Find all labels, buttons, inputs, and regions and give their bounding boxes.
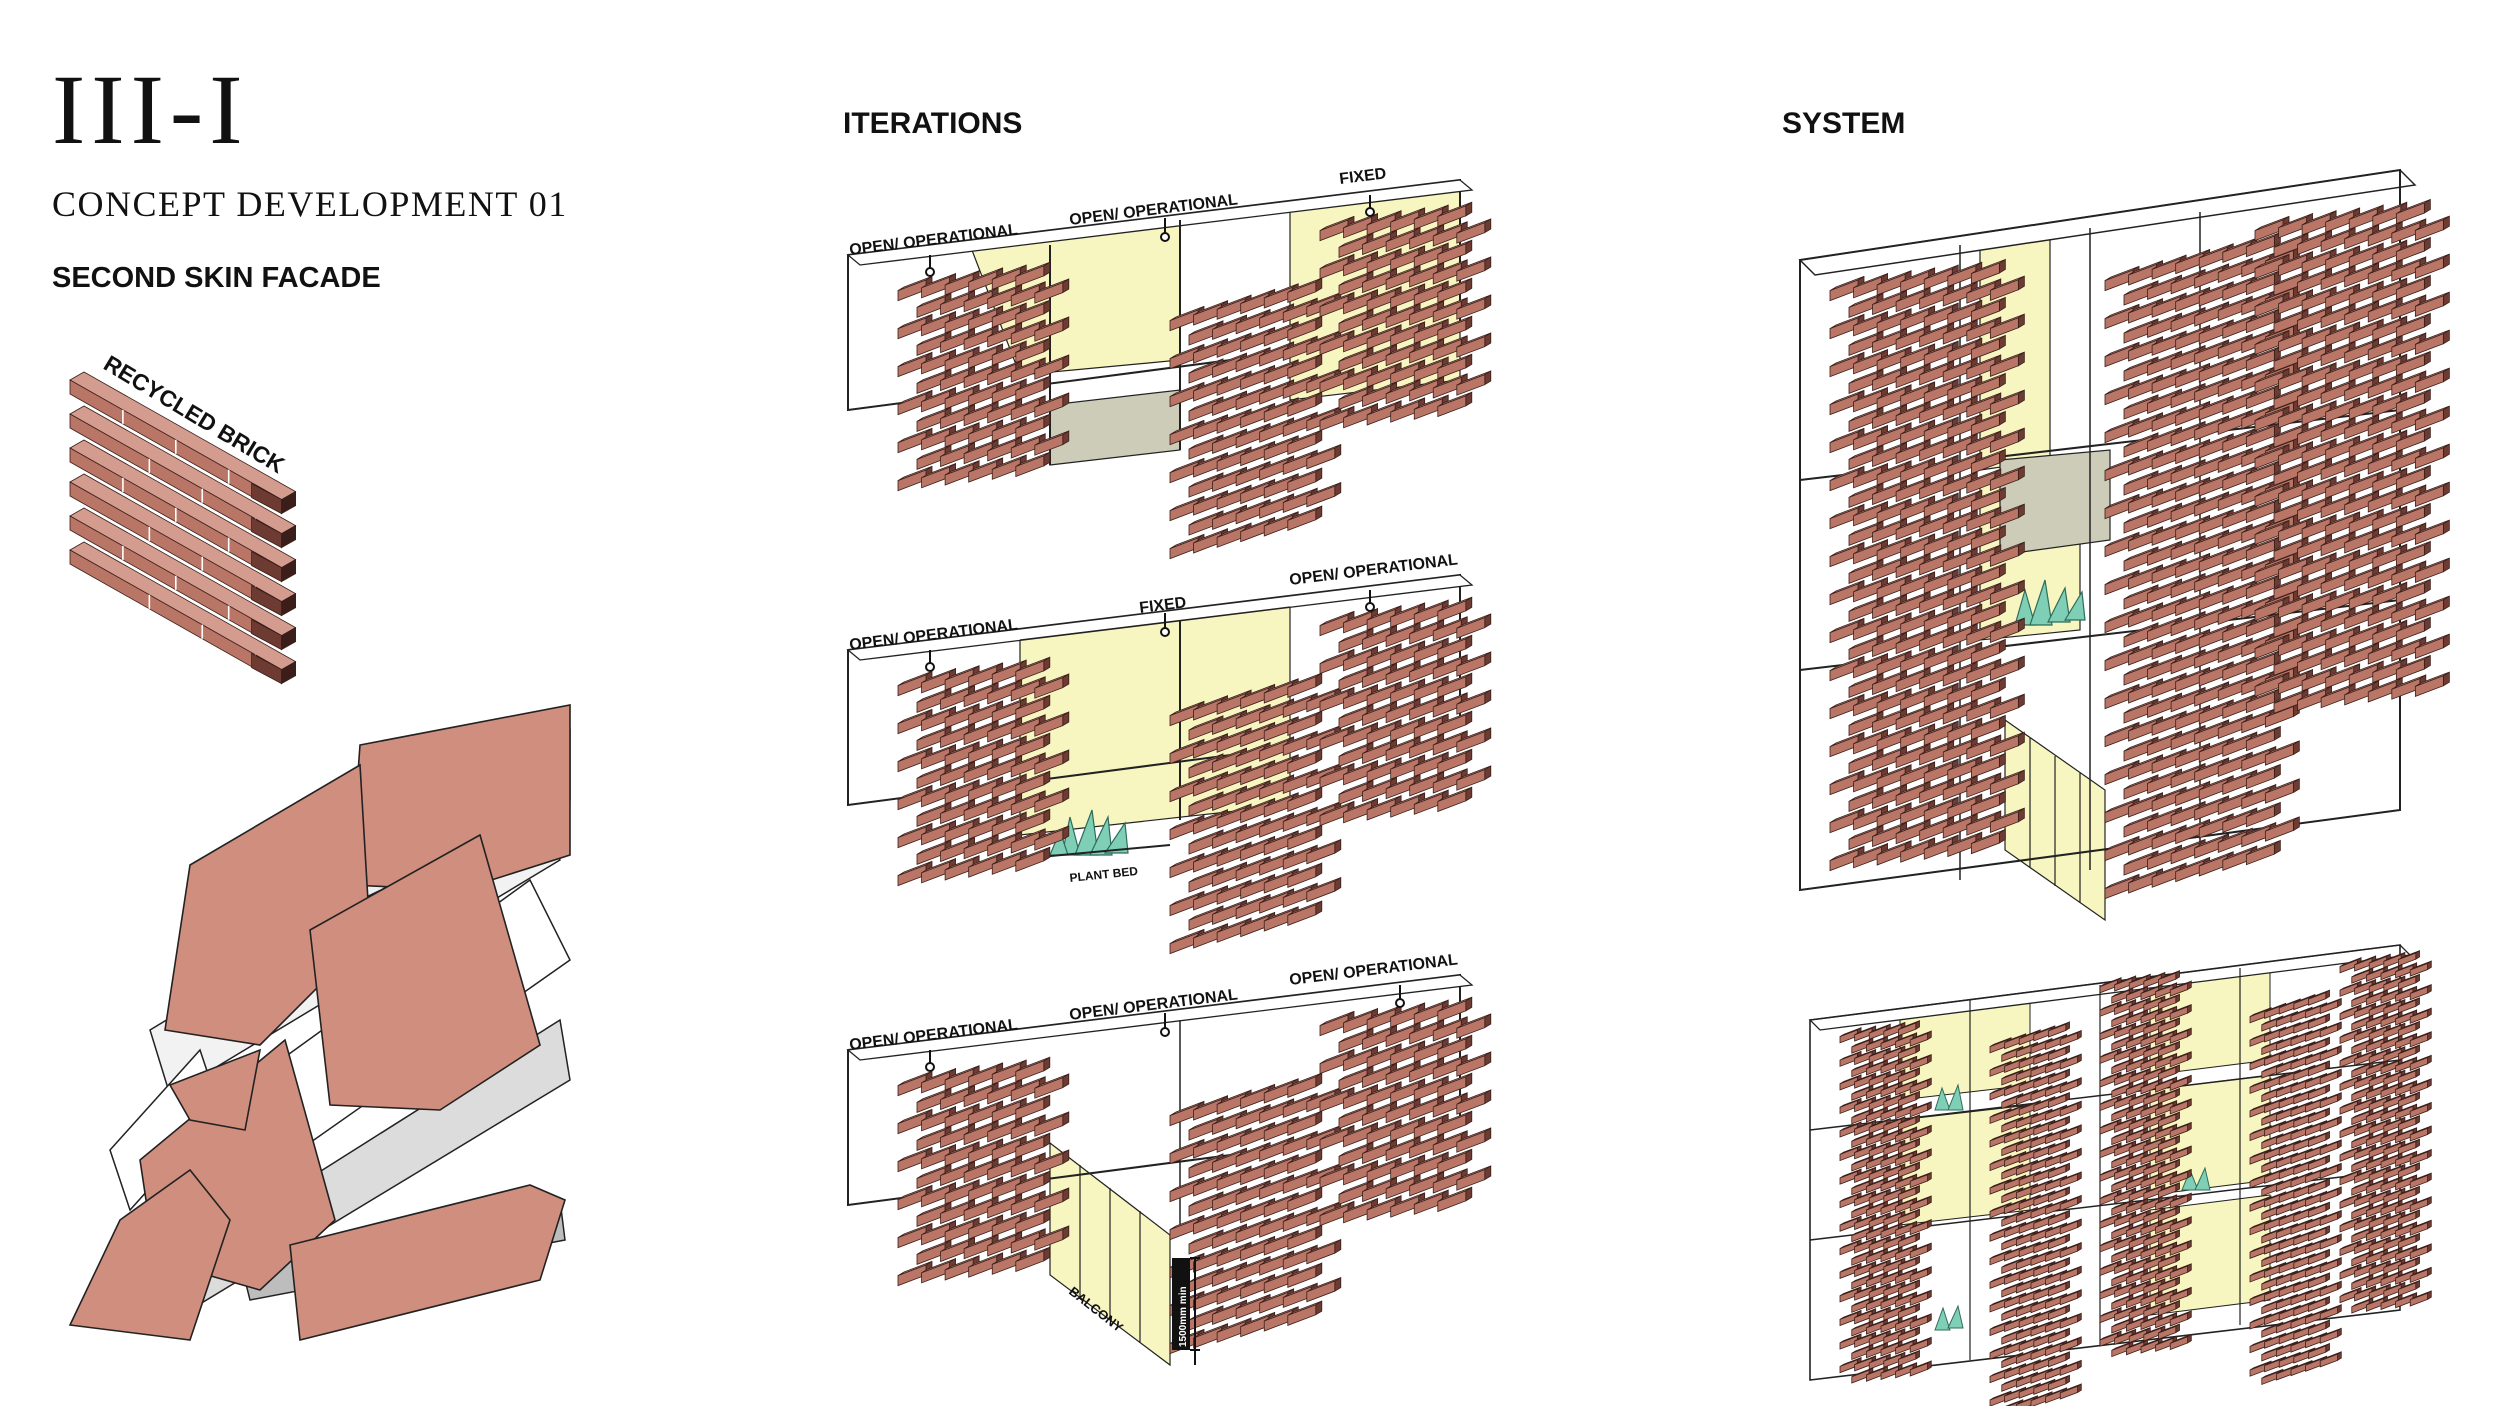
- brick-screen-wall: [1829, 258, 2025, 872]
- iteration-1-label-right: FIXED: [1338, 165, 1387, 188]
- system-diagram-main: [1798, 168, 2450, 922]
- dimension-marker: [1172, 1257, 1200, 1365]
- brick-screen-wall: [1169, 672, 1342, 955]
- brick-screen-wall: [2099, 970, 2192, 1358]
- brick-end-side: [281, 592, 297, 617]
- panel: [289, 1184, 566, 1341]
- system-greenery: [2014, 579, 2086, 626]
- system-overview-greenery: [1934, 1083, 2211, 1331]
- brick-screen-wall: [1989, 1021, 2082, 1406]
- brick-screen-wall: [1319, 996, 1492, 1227]
- iteration-2-diagram: OPEN/ OPERATIONAL FIXED OPEN/ OPERATIONA…: [846, 551, 1492, 955]
- panel: [68, 1168, 231, 1341]
- brick-screen-wall: [1169, 1072, 1342, 1355]
- brick-end-side: [281, 626, 297, 651]
- plant-bed-greenery: [1049, 809, 1129, 856]
- brick-end-side: [281, 490, 297, 515]
- brick-end-side: [281, 524, 297, 549]
- sheet-subtitle: SECOND SKIN FACADE: [52, 262, 381, 294]
- iterations-heading: ITERATIONS: [843, 107, 1023, 140]
- brick-screen-wall: [2254, 198, 2450, 714]
- system-diagram-overview: [1808, 944, 2432, 1406]
- brick-screen-wall: [2339, 950, 2432, 1314]
- sheet-number: III-I: [52, 54, 249, 165]
- sheet-title: CONCEPT DEVELOPMENT 01: [52, 184, 568, 224]
- brick-screen-wall: [897, 656, 1070, 887]
- brick-end-side: [281, 558, 297, 583]
- iteration-3-diagram: OPEN/ OPERATIONAL OPEN/ OPERATIONAL OPEN…: [846, 951, 1492, 1367]
- panel: [168, 1048, 262, 1131]
- brick-screen-wall: [1319, 201, 1492, 432]
- brick-screen-wall: [897, 261, 1070, 492]
- recycled-brick-stack: RECYCLED BRICK: [69, 350, 297, 685]
- brick-screen-wall: [897, 1056, 1070, 1287]
- brick-screen-wall: [1169, 277, 1342, 560]
- brick-screen-wall: [2249, 989, 2342, 1386]
- panel: [309, 833, 541, 1111]
- iteration-1-diagram: OPEN/ OPERATIONAL OPEN/ OPERATIONAL FIXE…: [846, 165, 1492, 560]
- system-heading: SYSTEM: [1782, 107, 1906, 140]
- plant-bed-label: PLANT BED: [1069, 864, 1139, 885]
- iteration-2-label-mid: FIXED: [1138, 594, 1187, 617]
- dimension-label: 1500mm min: [1178, 1286, 1189, 1347]
- brick-screen-wall: [1319, 596, 1492, 827]
- brick-screen-wall: [1839, 1020, 1932, 1384]
- rotated-panel-perspective: [68, 704, 571, 1341]
- brick-end-side: [281, 660, 297, 685]
